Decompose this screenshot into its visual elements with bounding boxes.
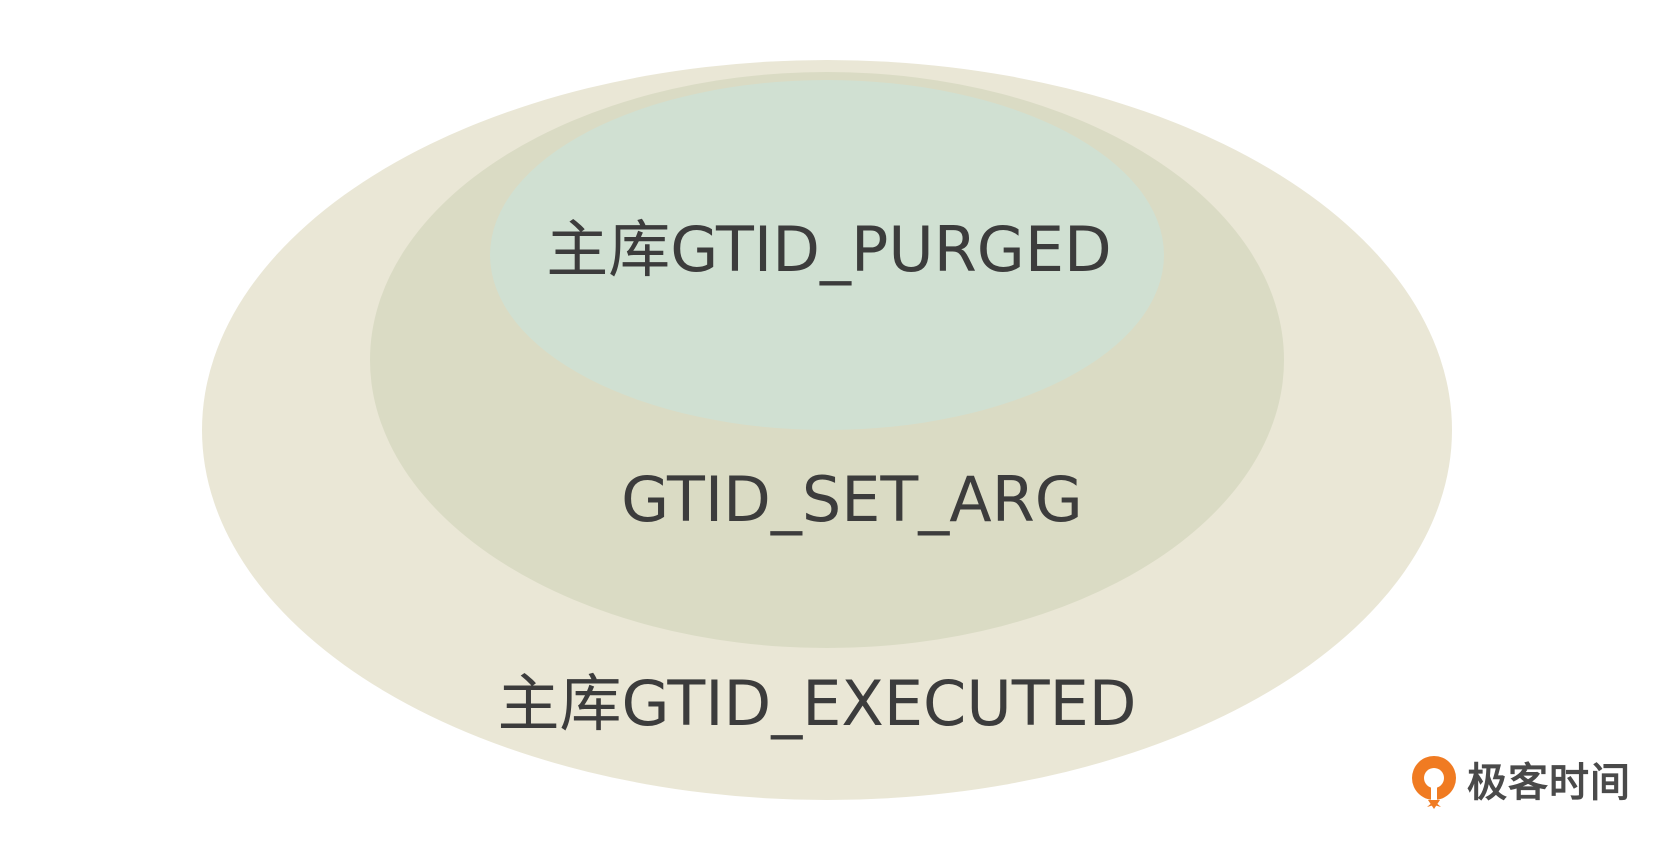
geektime-logo-icon xyxy=(1412,756,1456,809)
watermark-logo: 极客时间 xyxy=(1409,755,1631,811)
set-gtid-purged-ellipse xyxy=(490,80,1164,430)
watermark-text: 极客时间 xyxy=(1467,760,1631,806)
label-gtid-executed: 主库GTID_EXECUTED xyxy=(497,667,1137,740)
label-gtid-set-arg: GTID_SET_ARG xyxy=(621,463,1083,536)
label-gtid-purged: 主库GTID_PURGED xyxy=(546,213,1112,286)
